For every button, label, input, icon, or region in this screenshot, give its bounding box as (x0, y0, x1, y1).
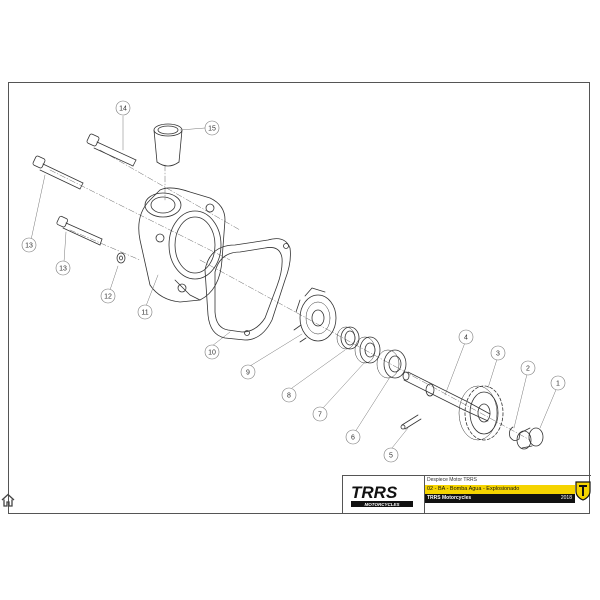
bolt-13-lower (56, 215, 103, 246)
bolt-13-upper (32, 155, 84, 190)
callout-10: 10 (204, 344, 220, 360)
bearing-6 (376, 349, 407, 379)
svg-text:15: 15 (208, 126, 216, 133)
svg-text:9: 9 (246, 370, 250, 377)
callout-13-lower: 13 (55, 260, 71, 276)
svg-text:10: 10 (208, 350, 216, 357)
washer-12 (116, 252, 126, 264)
svg-text:3: 3 (496, 351, 500, 358)
callout-13-upper: 13 (21, 237, 37, 253)
svg-text:4: 4 (464, 335, 468, 342)
drawing-year: 2018 (560, 495, 572, 501)
company-row: TRRS Motorcycles 2018 (425, 494, 575, 503)
seal-8 (336, 326, 360, 350)
pin-5 (400, 414, 422, 430)
callouts: 14 15 13 13 12 11 10 9 8 7 6 5 4 3 2 1 (21, 100, 566, 463)
home-icon[interactable] (1, 493, 15, 507)
pump-housing-11 (138, 187, 226, 303)
svg-text:2: 2 (526, 366, 530, 373)
svg-text:MOTORCYCLES: MOTORCYCLES (365, 502, 400, 507)
callout-12: 12 (100, 288, 116, 304)
callout-15: 15 (204, 120, 220, 136)
svg-text:14: 14 (119, 106, 127, 113)
leader-lines (30, 115, 559, 449)
callout-2: 2 (520, 360, 536, 376)
title-block: TRRS MOTORCYCLES Despiece Motor TRRS 02 … (342, 475, 591, 513)
impeller-9 (293, 287, 337, 343)
callout-3: 3 (490, 345, 506, 361)
svg-text:1: 1 (556, 381, 560, 388)
svg-text:5: 5 (389, 453, 393, 460)
gasket-10 (204, 238, 291, 341)
svg-text:13: 13 (25, 243, 33, 250)
gear-3 (458, 385, 504, 441)
callout-1: 1 (550, 375, 566, 391)
bearing-7 (354, 336, 381, 364)
trrs-logo: TRRS MOTORCYCLES (343, 476, 425, 513)
svg-text:13: 13 (59, 266, 67, 273)
callout-14: 14 (115, 100, 131, 116)
shield-emblem-icon (575, 481, 591, 501)
svg-text:8: 8 (287, 393, 291, 400)
drawing-frame (8, 82, 590, 514)
company-name: TRRS Motorcycles (427, 495, 472, 501)
svg-text:TRRS: TRRS (351, 483, 398, 502)
drawing-description: Despiece Motor TRRS (427, 477, 477, 483)
svg-text:12: 12 (104, 294, 112, 301)
sleeve-15 (153, 123, 183, 167)
callout-5: 5 (383, 447, 399, 463)
svg-text:7: 7 (318, 412, 322, 419)
callout-7: 7 (312, 406, 328, 422)
callout-4: 4 (458, 329, 474, 345)
svg-text:11: 11 (141, 310, 148, 317)
callout-9: 9 (240, 364, 256, 380)
bolt-14 (86, 133, 137, 167)
callout-8: 8 (281, 387, 297, 403)
circlip-2 (509, 426, 521, 441)
cap-1 (516, 427, 544, 450)
callout-11: 11 (137, 304, 153, 320)
svg-text:6: 6 (351, 435, 355, 442)
shaft-4 (402, 371, 491, 422)
drawing-title: 02 - BA - Bomba Agua - Explosionado (425, 485, 575, 494)
callout-6: 6 (345, 429, 361, 445)
